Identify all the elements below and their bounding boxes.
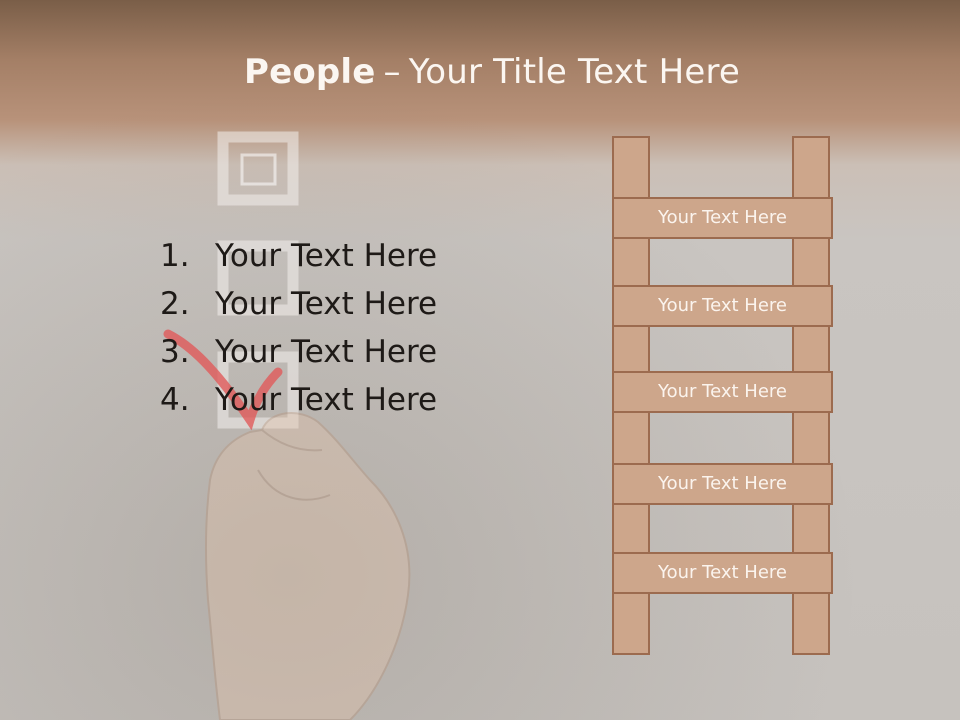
- ladder-rung: Your Text Here: [612, 552, 833, 594]
- list-item: 2. Your Text Here: [160, 284, 437, 332]
- list-text: Your Text Here: [215, 286, 438, 322]
- check-mark-icon: [163, 329, 283, 431]
- checkbox-outline: [217, 131, 299, 206]
- list-number: 1.: [160, 238, 190, 274]
- title-bold: People: [243, 52, 376, 92]
- ladder-rung: Your Text Here: [612, 371, 833, 413]
- list-text: Your Text Here: [215, 382, 438, 418]
- slide-title: People–Your Title Text Here: [0, 52, 960, 92]
- title-text: Your Title Text Here: [408, 52, 741, 92]
- ladder-rung: Your Text Here: [612, 197, 833, 239]
- list-item: 1. Your Text Here: [160, 236, 437, 284]
- list-item: 3. Your Text Here: [160, 332, 437, 380]
- title-dash: –: [383, 52, 401, 92]
- list-number: 3.: [160, 334, 190, 370]
- numbered-list: 1. Your Text Here 2. Your Text Here 3. Your…: [160, 236, 437, 428]
- ladder-rung: Your Text Here: [612, 285, 833, 327]
- list-number: 2.: [160, 286, 190, 322]
- list-number: 4.: [160, 382, 190, 418]
- ladder-rung: Your Text Here: [612, 463, 833, 505]
- list-text: Your Text Here: [215, 334, 438, 370]
- list-text: Your Text Here: [215, 238, 438, 274]
- list-item: 4. Your Text Here: [160, 380, 437, 428]
